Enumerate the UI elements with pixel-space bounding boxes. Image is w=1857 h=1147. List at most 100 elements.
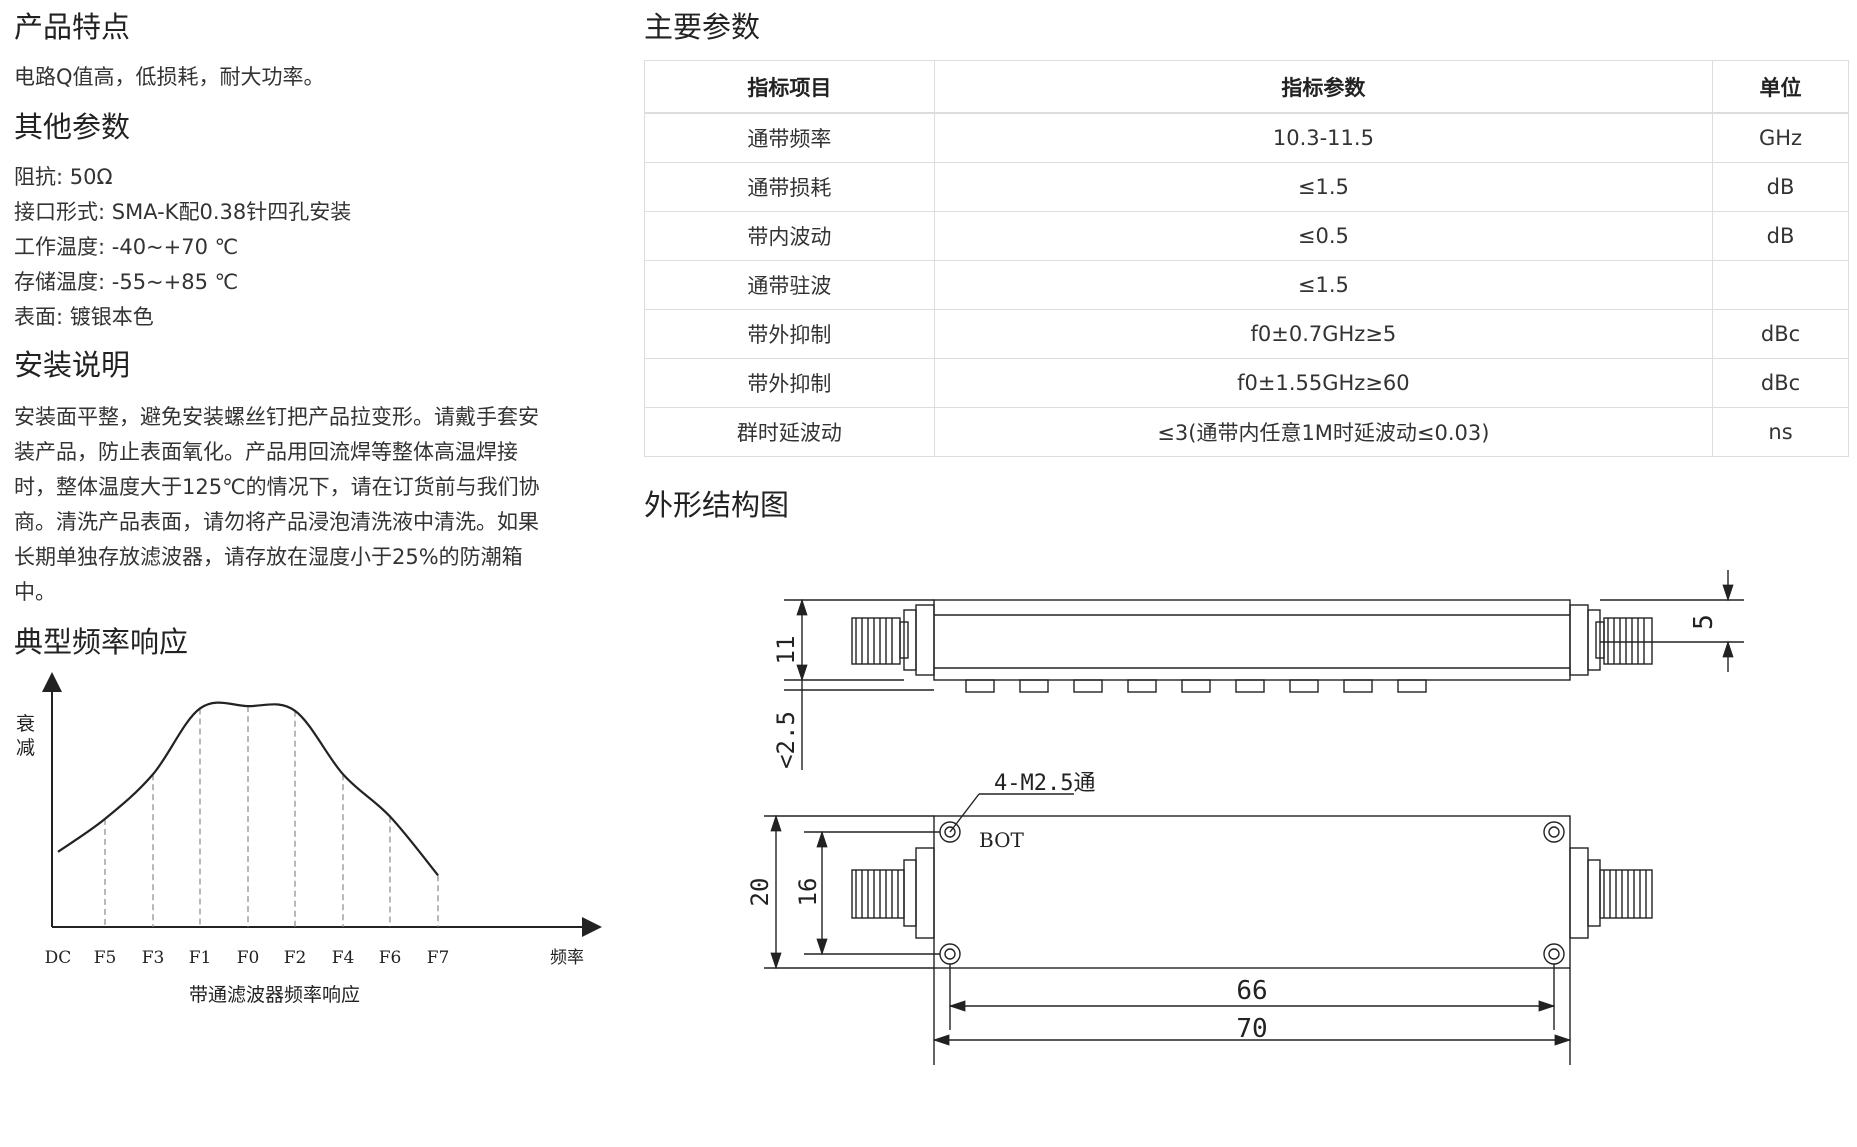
install-text: 安装面平整，避免安装螺丝钉把产品拉变形。请戴手套安 装产品，防止表面氧化。产品用… [14, 400, 594, 610]
cell-item: 通带频率 [644, 112, 935, 163]
frequency-response-chart: 衰减 DC F5 F3 F1 F0 F2 F4 F6 F7 频率 带通滤波器频率响应 [16, 672, 602, 1006]
chart-title: 带通滤波器频率响应 [189, 984, 360, 1006]
cell-item: 群时延波动 [644, 407, 935, 457]
x-tick-labels: DC F5 F3 F1 F0 F2 F4 F6 F7 [45, 948, 450, 968]
tuning-screw [965, 679, 995, 693]
x-tick-label: F7 [427, 948, 450, 968]
features-text: 电路Q值高，低损耗，耐大功率。 [14, 65, 325, 89]
cell-item: 带内波动 [644, 211, 935, 261]
x-tick-label: F4 [332, 948, 355, 968]
param-interface: 接口形式: SMA-K配0.38针四孔安装 [14, 200, 352, 224]
tuning-screw [1019, 679, 1049, 693]
cell-unit: GHz [1712, 112, 1849, 163]
cell-item: 通带损耗 [644, 162, 935, 212]
outline-title: 外形结构图 [644, 488, 790, 522]
table-header-row: 指标项目 指标参数 单位 [644, 60, 1849, 114]
dim-2-5: <2.5 [772, 711, 800, 769]
x-tick-label: F5 [94, 948, 117, 968]
cell-value: 10.3-11.5 [933, 112, 1714, 163]
cell-item: 带外抑制 [644, 309, 935, 359]
dim-11: 11 [772, 636, 800, 665]
tuning-screw [1127, 679, 1157, 693]
cell-unit: dBc [1712, 309, 1849, 359]
param-impedance: 阻抗: 50Ω [14, 165, 113, 189]
tuning-screws [965, 679, 1427, 693]
tuning-screw [1073, 679, 1103, 693]
dim-5: 5 [1689, 614, 1719, 630]
other-params-list: 阻抗: 50Ω 接口形式: SMA-K配0.38针四孔安装 工作温度: -40~… [14, 160, 351, 335]
cell-unit: dBc [1712, 358, 1849, 408]
cell-value: ≤3(通带内任意1M时延波动≤0.03) [933, 407, 1714, 457]
cell-item: 通带驻波 [644, 260, 935, 310]
dim-70: 70 [1236, 1014, 1267, 1044]
hole-label: 4-M2.5通 [994, 771, 1095, 796]
grid-lines [104, 706, 439, 927]
table-row: 群时延波动≤3(通带内任意1M时延波动≤0.03)ns [644, 407, 1849, 457]
install-line: 时，整体温度大于125℃的情况下，请在订货前与我们协 [14, 475, 540, 499]
tuning-screw [1235, 679, 1265, 693]
cell-unit: ns [1712, 407, 1849, 457]
y-label-char: 衰 [16, 713, 35, 735]
tuning-screw [1343, 679, 1373, 693]
header-item: 指标项目 [644, 60, 935, 114]
bot-label: BOT [979, 828, 1024, 852]
install-line: 安装面平整，避免安装螺丝钉把产品拉变形。请戴手套安 [14, 405, 539, 429]
right-thread-side [1603, 617, 1653, 665]
response-curve [57, 701, 439, 876]
left-thread-bottom [851, 869, 905, 919]
x-tick-label: F0 [237, 948, 260, 968]
left-thread-side [851, 617, 901, 665]
cell-item: 带外抑制 [644, 358, 935, 408]
header-value: 指标参数 [933, 60, 1714, 114]
tuning-screw [1289, 679, 1319, 693]
install-line: 长期单独存放滤波器，请存放在湿度小于25%的防潮箱 [14, 545, 523, 569]
mount-hole [939, 943, 961, 965]
cell-unit [1712, 260, 1849, 310]
cell-unit: dB [1712, 162, 1849, 212]
x-axis-label: 频率 [550, 948, 584, 968]
y-axis-label: 衰减 [16, 713, 35, 759]
main-params-title: 主要参数 [644, 10, 761, 44]
x-tick-label: F6 [379, 948, 402, 968]
right-connector-bottom [1569, 847, 1589, 939]
header-unit: 单位 [1712, 60, 1849, 114]
bottom-view-body [933, 815, 1571, 969]
cell-value: ≤0.5 [933, 211, 1714, 261]
install-line: 中。 [14, 580, 56, 604]
mount-hole [1543, 943, 1565, 965]
dim-16: 16 [794, 878, 822, 907]
left-connector-side [915, 604, 935, 676]
install-title: 安装说明 [14, 348, 131, 382]
x-tick-label: F3 [142, 948, 165, 968]
response-title: 典型频率响应 [14, 625, 189, 659]
cell-value: ≤1.5 [933, 162, 1714, 212]
right-connector-side [1569, 604, 1589, 676]
outline-drawing: 11 <2.5 5 4-M2.5通 BOT 20 16 66 70 [746, 570, 1744, 1065]
param-operating-temp: 工作温度: -40~+70 ℃ [14, 235, 239, 259]
right-thread-bottom [1599, 869, 1653, 919]
install-line: 商。清洗产品表面，请勿将产品浸泡清洗液中清洗。如果 [14, 510, 539, 534]
cell-value: f0±0.7GHz≥5 [933, 309, 1714, 359]
install-line: 装产品，防止表面氧化。产品用回流焊等整体高温焊接 [14, 440, 518, 464]
features-title: 产品特点 [14, 10, 131, 44]
mount-hole [1543, 821, 1565, 843]
cell-value: f0±1.55GHz≥60 [933, 358, 1714, 408]
tuning-screw [1397, 679, 1427, 693]
param-surface: 表面: 镀银本色 [14, 305, 154, 329]
cell-value: ≤1.5 [933, 260, 1714, 310]
tuning-screw [1181, 679, 1211, 693]
dim-20: 20 [746, 878, 774, 907]
param-storage-temp: 存储温度: -55~+85 ℃ [14, 270, 239, 294]
other-params-title: 其他参数 [14, 110, 131, 144]
x-tick-label: F2 [284, 948, 307, 968]
cell-unit: dB [1712, 211, 1849, 261]
x-tick-label: F1 [189, 948, 212, 968]
left-connector-bottom [915, 847, 935, 939]
x-tick-label: DC [45, 948, 72, 968]
